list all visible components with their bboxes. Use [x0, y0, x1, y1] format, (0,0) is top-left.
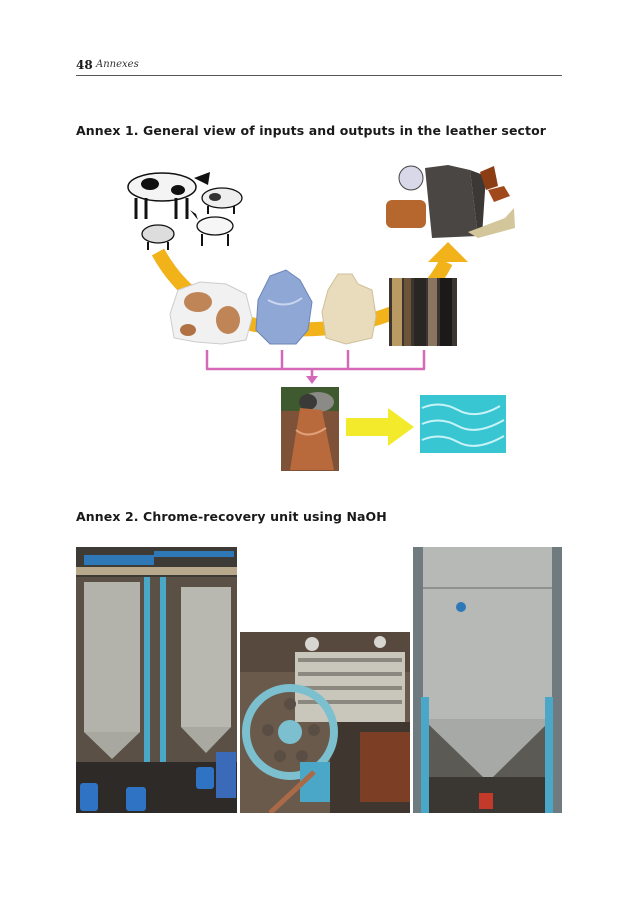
header-rule [76, 75, 562, 76]
annex2-title: Annex 2. Chrome-recovery unit using NaOH [76, 509, 387, 524]
page-header: 48 Annexes [76, 58, 562, 76]
page-number: 48 [76, 58, 93, 72]
crust-hide-icon [321, 273, 377, 345]
leather-goods-icon [386, 165, 515, 238]
process-flow-arrowhead [428, 242, 468, 262]
process-flow-arrow [151, 248, 453, 337]
sheep-icon [141, 224, 175, 250]
effluent-pipe-icon [281, 387, 339, 471]
annex1-title: Annex 1. General view of inputs and outp… [76, 123, 547, 138]
pig-icon [201, 187, 243, 214]
photo-large-tank [413, 547, 562, 813]
cattle-icon [127, 172, 210, 219]
goat-icon [190, 210, 234, 246]
clean-water-icon [420, 395, 506, 453]
treatment-arrow [346, 408, 414, 446]
running-title: Annexes [96, 59, 139, 70]
wet-blue-hide-icon [255, 269, 313, 345]
raw-hide-icon [169, 281, 253, 345]
effluent-collector-lines [205, 350, 426, 384]
photo-filter-press [240, 632, 410, 813]
photo-chrome-tanks [76, 547, 237, 813]
finished-leather-icon [389, 278, 457, 346]
